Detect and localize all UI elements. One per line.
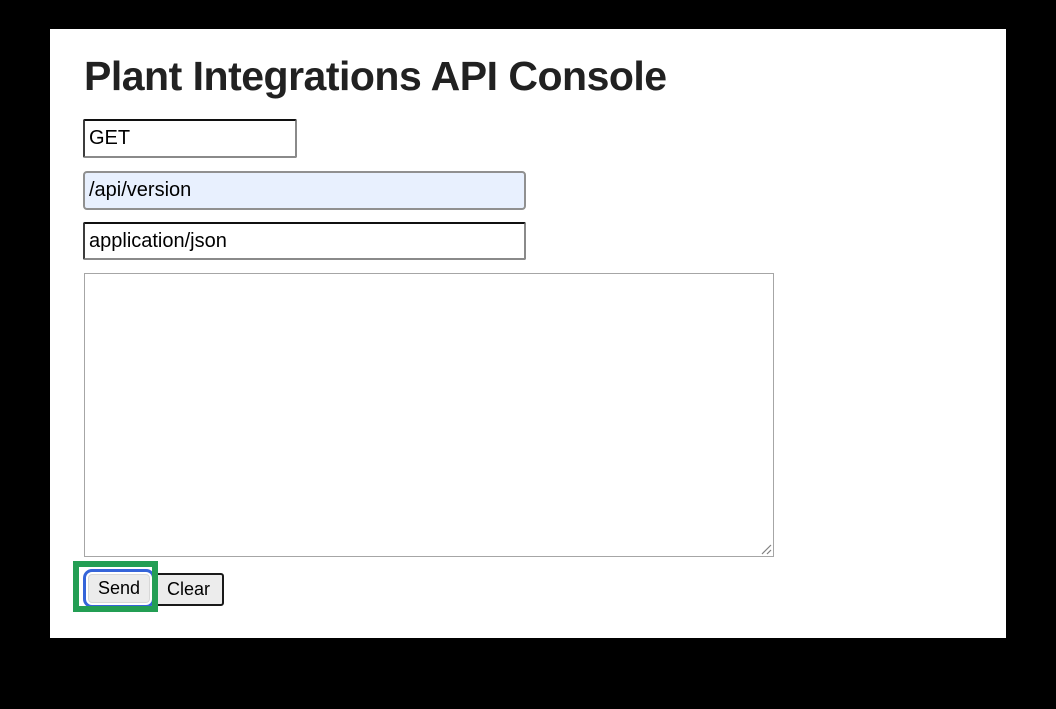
content-type-input[interactable] — [83, 222, 526, 260]
clear-button[interactable]: Clear — [153, 573, 225, 606]
method-input[interactable] — [83, 119, 297, 158]
send-button[interactable]: Send — [82, 569, 156, 608]
page-title: Plant Integrations API Console — [84, 53, 667, 99]
resize-handle-icon[interactable] — [759, 542, 773, 556]
path-input[interactable] — [83, 171, 526, 210]
request-body-textarea[interactable] — [84, 273, 774, 557]
browser-page: Plant Integrations API Console Send Clea… — [50, 29, 1006, 638]
